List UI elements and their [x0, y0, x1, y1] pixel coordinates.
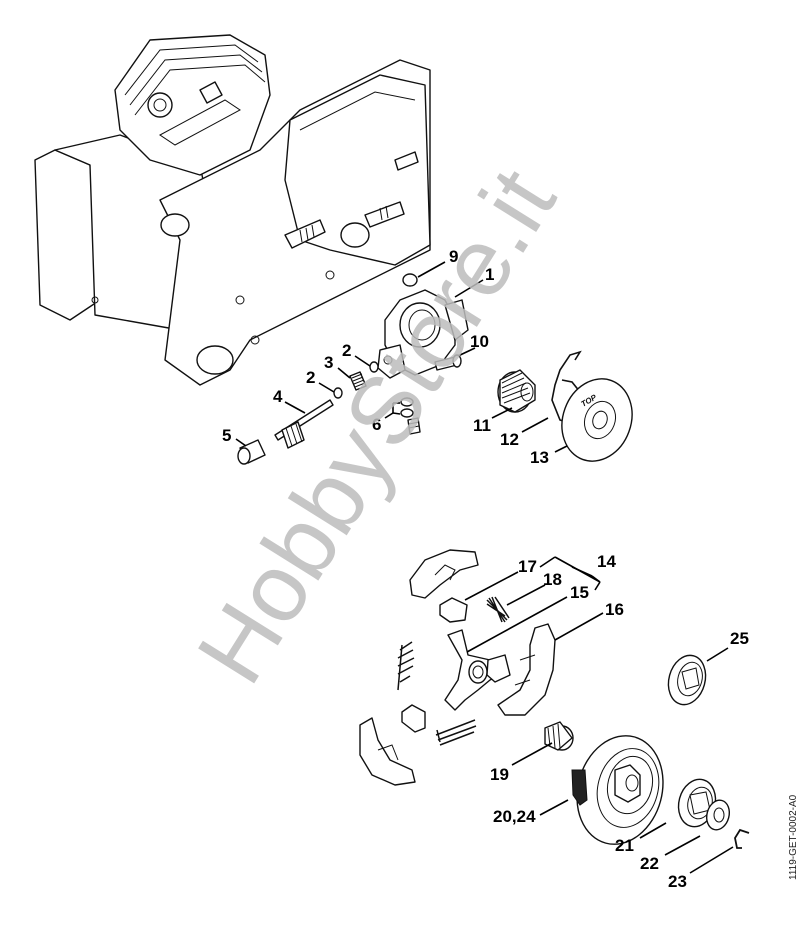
callout-4: 4: [273, 387, 283, 406]
part-19-needle-cage: [544, 721, 574, 751]
callout-11: 11: [473, 416, 491, 435]
part-18b-spring-left: [397, 641, 415, 691]
part-16-clutch-shoe-upper: [409, 549, 479, 599]
part-7-screw: [407, 417, 421, 435]
callout-14: 14: [597, 552, 616, 571]
drawing-id: 1119-GET-0002-A0: [788, 794, 799, 880]
callout-6: 6: [372, 415, 381, 434]
callout-18: 18: [543, 570, 562, 589]
callout-23: 23: [668, 872, 687, 891]
callout-17: 17: [518, 557, 537, 576]
part-3-spring: [349, 371, 367, 391]
leader-lines: [235, 261, 734, 874]
callout-1: 1: [485, 265, 494, 284]
part-16c-clutch-shoe-lower: [359, 717, 416, 786]
part-4-pump-piston: [274, 399, 334, 449]
callout-16: 16: [605, 600, 624, 619]
part-6-washers: [400, 397, 414, 418]
part-17-shoe-carrier: [439, 597, 468, 623]
part-20-clutch-drum: [571, 735, 664, 845]
callout-13: 13: [530, 448, 549, 467]
part-17c-shoe-carrier-lower: [401, 704, 426, 733]
part-10-screw: [434, 354, 462, 371]
callout-25: 25: [730, 629, 749, 648]
callout-5: 5: [222, 426, 231, 445]
callout-15: 15: [570, 583, 589, 602]
callout-22: 22: [640, 854, 659, 873]
callout-12: 12: [500, 430, 519, 449]
part-9-sleeve: [402, 273, 418, 287]
callout-20-24: 20,24: [493, 807, 536, 826]
callout-9: 9: [449, 247, 458, 266]
part-1-oil-pump-housing: [377, 289, 469, 379]
part-5-plug: [237, 439, 266, 465]
engine-crankcase: [34, 34, 431, 386]
callout-3: 3: [324, 353, 333, 372]
callout-10: 10: [470, 332, 489, 351]
callout-labels: 9 1 2 2 3 4 5 6 10 11 12 13 14 15 16 17 …: [222, 247, 749, 891]
part-18-spring: [486, 596, 510, 623]
part-18c-spring-lower: [435, 719, 477, 746]
part-16b-clutch-shoe-right: [497, 623, 556, 716]
part-22-washer: [705, 799, 731, 831]
callout-19: 19: [490, 765, 509, 784]
part-25-spur-sprocket: [667, 654, 707, 706]
callout-2-lower: 2: [306, 368, 315, 387]
part-17b-shoe-carrier: [486, 654, 511, 683]
part-2-o-ring-lower: [333, 387, 343, 399]
part-11-worm: [497, 369, 536, 413]
part-13-thrust-disc: TOP: [561, 378, 633, 462]
part-15-clutch-spider: [444, 629, 506, 711]
callout-21: 21: [615, 836, 634, 855]
part-2-o-ring-upper: [369, 361, 379, 373]
part-23-e-clip: [734, 828, 750, 849]
callout-2-upper: 2: [342, 341, 351, 360]
